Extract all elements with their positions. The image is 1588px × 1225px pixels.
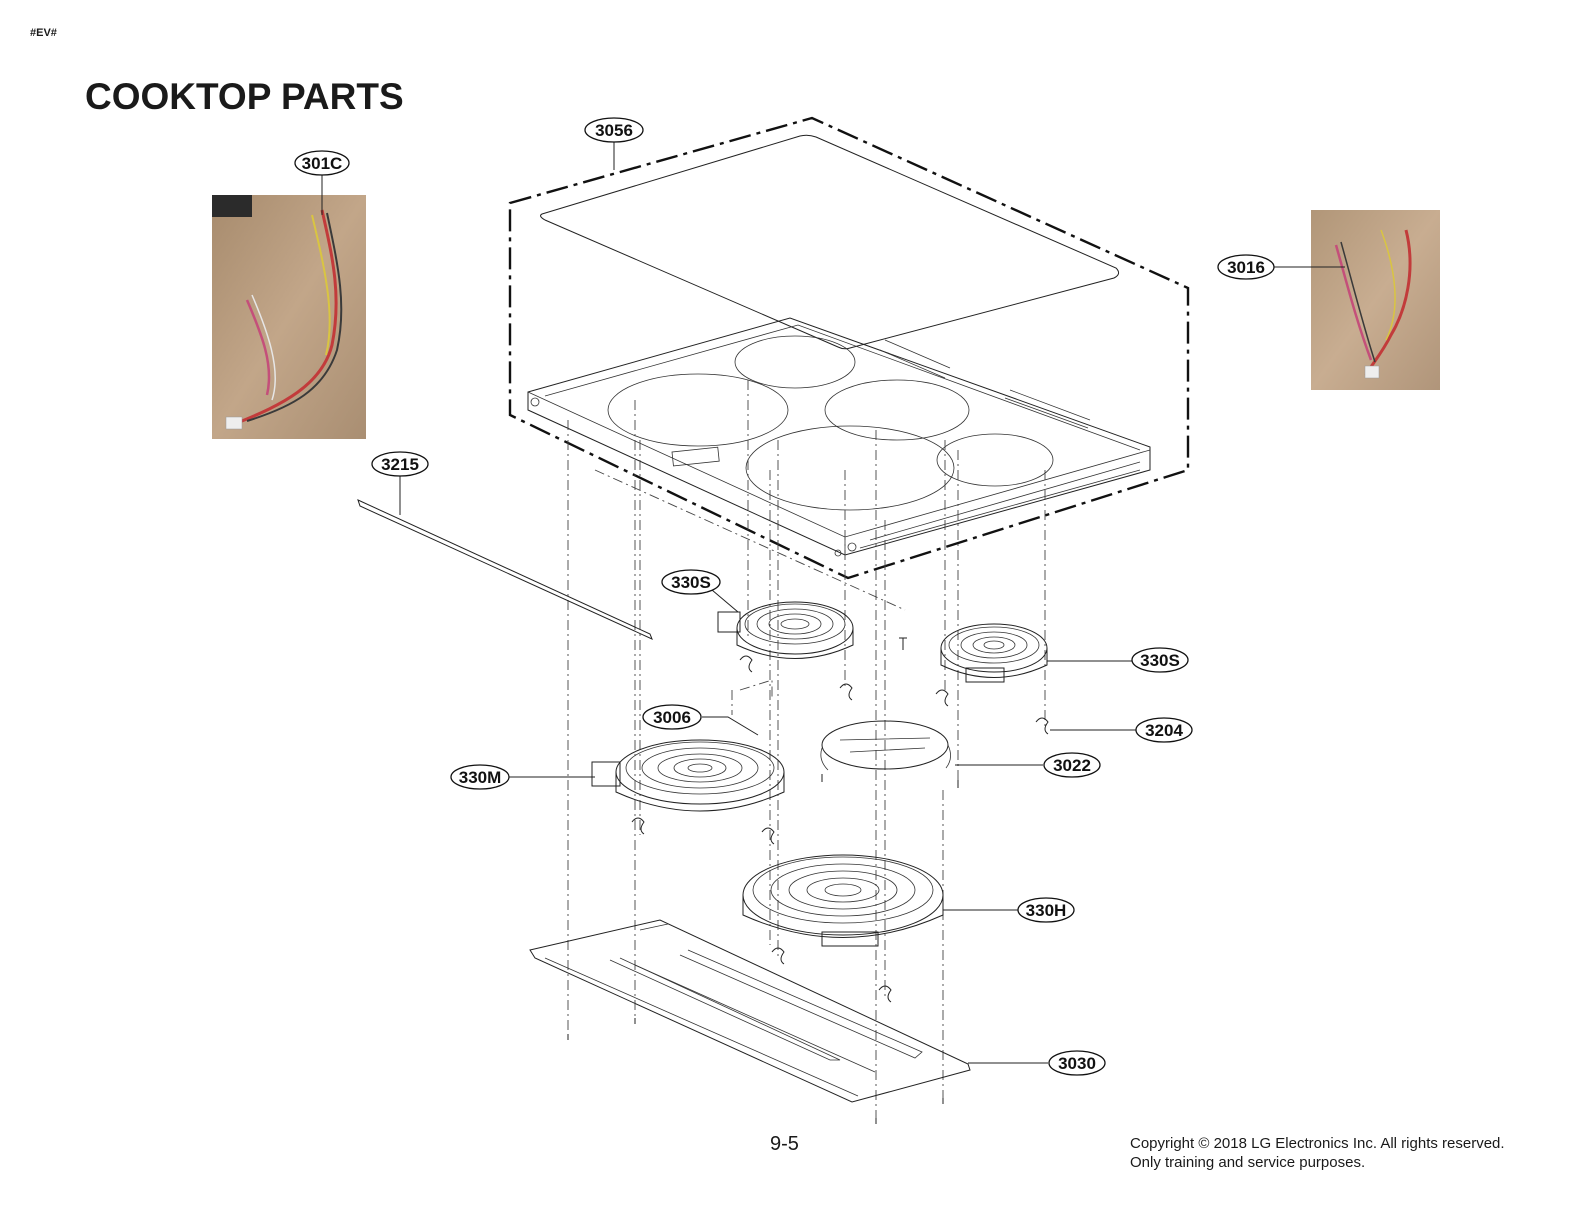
- assembly-boundary: [508, 116, 1190, 580]
- clips-and-screws: [567, 637, 1049, 1124]
- svg-text:330H: 330H: [1026, 901, 1067, 920]
- callout-3022[interactable]: 3022: [1043, 752, 1101, 778]
- svg-text:3016: 3016: [1227, 258, 1265, 277]
- callout-3204[interactable]: 3204: [1135, 717, 1193, 743]
- trim-strip: [357, 499, 653, 640]
- glass-top: [540, 134, 1120, 350]
- support-plate: [529, 919, 971, 1103]
- callout-330h[interactable]: 330H: [1017, 897, 1075, 923]
- callout-3056[interactable]: 3056: [584, 117, 644, 143]
- svg-text:3022: 3022: [1053, 756, 1091, 775]
- callout-330s-left[interactable]: 330S: [661, 569, 721, 595]
- copyright-line-1: Copyright © 2018 LG Electronics Inc. All…: [1130, 1135, 1505, 1152]
- svg-text:3030: 3030: [1058, 1054, 1096, 1073]
- shield-plate: [820, 720, 951, 771]
- callout-301c[interactable]: 301C: [294, 150, 350, 176]
- svg-text:3056: 3056: [595, 121, 633, 140]
- copyright-notice: Copyright © 2018 LG Electronics Inc. All…: [1130, 1134, 1505, 1172]
- svg-text:330M: 330M: [459, 768, 502, 787]
- alignment-lines: [567, 380, 1046, 1120]
- callout-3016[interactable]: 3016: [1217, 254, 1275, 280]
- surface-element-small-left: [717, 601, 854, 659]
- svg-text:301C: 301C: [302, 154, 343, 173]
- surface-element-large: [742, 854, 944, 947]
- surface-element-medium: [591, 739, 785, 812]
- leader-lines: [321, 142, 1345, 1064]
- callout-3030[interactable]: 3030: [1048, 1050, 1106, 1076]
- callout-3006[interactable]: 3006: [642, 704, 702, 730]
- copyright-line-2: Only training and service purposes.: [1130, 1154, 1366, 1171]
- callout-3215[interactable]: 3215: [371, 451, 429, 477]
- callout-330s-right[interactable]: 330S: [1131, 647, 1189, 673]
- wire-harness-photo-301c: [212, 195, 366, 439]
- surface-element-small-right: [940, 623, 1048, 683]
- page-title: COOKTOP PARTS: [85, 76, 404, 117]
- document-tag: #EV#: [30, 27, 57, 39]
- callout-330m[interactable]: 330M: [450, 764, 510, 790]
- svg-text:3215: 3215: [381, 455, 419, 474]
- svg-text:330S: 330S: [671, 573, 711, 592]
- wire-harness-photo-3016: [1311, 210, 1440, 390]
- svg-text:3204: 3204: [1145, 721, 1183, 740]
- svg-text:3006: 3006: [653, 708, 691, 727]
- page-number: 9-5: [770, 1133, 799, 1155]
- svg-text:330S: 330S: [1140, 651, 1180, 670]
- cooktop-frame: [527, 317, 1151, 557]
